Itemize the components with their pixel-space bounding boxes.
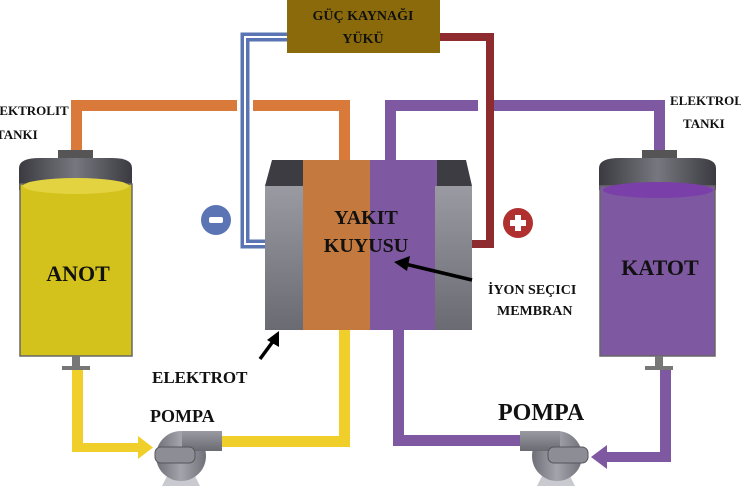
membrane-label-line2: MEMBRAN bbox=[497, 304, 572, 319]
left-tank-label-line2: TANKI bbox=[0, 127, 38, 142]
right-pump-label: POMPA bbox=[498, 400, 585, 426]
plus-icon bbox=[503, 208, 533, 238]
anolyte-chamber bbox=[303, 160, 371, 330]
right-pump bbox=[520, 431, 589, 486]
cell-label-line2: KUYUSU bbox=[324, 235, 408, 257]
left-tank-label-line1: ELEKTROLIT bbox=[0, 103, 69, 118]
membrane-pointer-arrow bbox=[394, 256, 473, 282]
power-label-line2: YÜKÜ bbox=[342, 30, 383, 47]
catholyte-chamber bbox=[370, 160, 437, 330]
electrode-label: ELEKTROT bbox=[152, 368, 248, 387]
anolyte-return-pipe bbox=[72, 330, 350, 459]
cathode-tank: KATOT bbox=[599, 150, 716, 370]
membrane-label-line1: İYON SEÇICI bbox=[488, 281, 576, 298]
left-pump bbox=[154, 431, 222, 486]
cell-label-line1: YAKIT bbox=[334, 207, 398, 229]
power-load-box: GÜÇ KAYNAĞI YÜKÜ bbox=[287, 0, 440, 53]
anode-label: ANOT bbox=[46, 261, 110, 286]
left-electrode bbox=[265, 186, 305, 330]
right-tank-label-line1: ELEKTROLIT bbox=[670, 93, 741, 108]
left-pump-label: POMPA bbox=[150, 406, 215, 426]
electrode-pointer-arrow bbox=[258, 331, 279, 361]
positive-wire bbox=[440, 33, 494, 248]
anode-tank: ANOT bbox=[19, 150, 133, 370]
right-tank-label-line2: TANKI bbox=[683, 116, 725, 131]
negative-wire bbox=[240, 32, 290, 249]
fuel-cell-stack: YAKIT KUYUSU bbox=[265, 160, 472, 330]
power-label-line1: GÜÇ KAYNAĞI bbox=[313, 7, 414, 24]
right-electrode bbox=[435, 186, 472, 330]
cathode-label: KATOT bbox=[621, 255, 699, 280]
minus-icon bbox=[201, 205, 231, 235]
catholyte-return-pipe bbox=[393, 330, 671, 469]
